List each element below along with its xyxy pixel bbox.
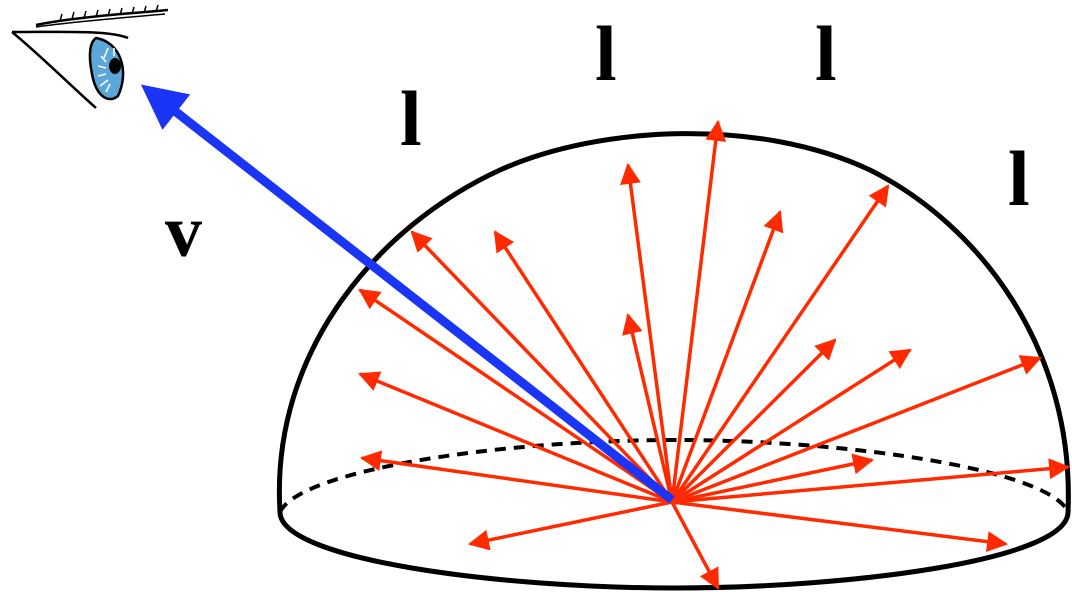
- light-label: l: [595, 10, 617, 97]
- light-ray-arrow: [493, 230, 674, 503]
- light-ray-arrow: [620, 162, 674, 503]
- light-rays: [358, 119, 1071, 590]
- light-ray-arrow: [358, 288, 673, 504]
- hemisphere-base-back: [278, 437, 1070, 514]
- hemisphere-base-front: [277, 511, 1071, 591]
- eye-icon: [11, 4, 169, 109]
- light-ray-arrow: [622, 312, 674, 503]
- light-label: l: [1008, 135, 1030, 222]
- eye-pupil: [109, 58, 121, 74]
- light-ray-arrow: [670, 338, 837, 504]
- view-vector-arrow: [140, 84, 675, 504]
- view-vector-label: v: [165, 191, 202, 273]
- light-ray-arrow: [358, 371, 673, 504]
- light-ray-arrow: [671, 355, 1042, 504]
- light-ray-arrow: [467, 500, 673, 551]
- light-label: l: [815, 10, 837, 97]
- light-ray-arrow: [670, 501, 720, 590]
- light-label: l: [400, 75, 422, 162]
- hemisphere-dome: [276, 131, 1071, 513]
- light-ray-arrow: [670, 119, 727, 503]
- light-ray-arrow: [671, 458, 1071, 504]
- light-ray-arrow: [670, 210, 784, 503]
- light-ray-arrow: [670, 184, 890, 503]
- light-ray-arrow: [671, 453, 875, 504]
- light-ray-arrow: [410, 230, 674, 504]
- light-ray-arrow: [671, 348, 912, 504]
- light-ray-arrow: [671, 500, 1009, 553]
- light-ray-arrow: [359, 450, 673, 504]
